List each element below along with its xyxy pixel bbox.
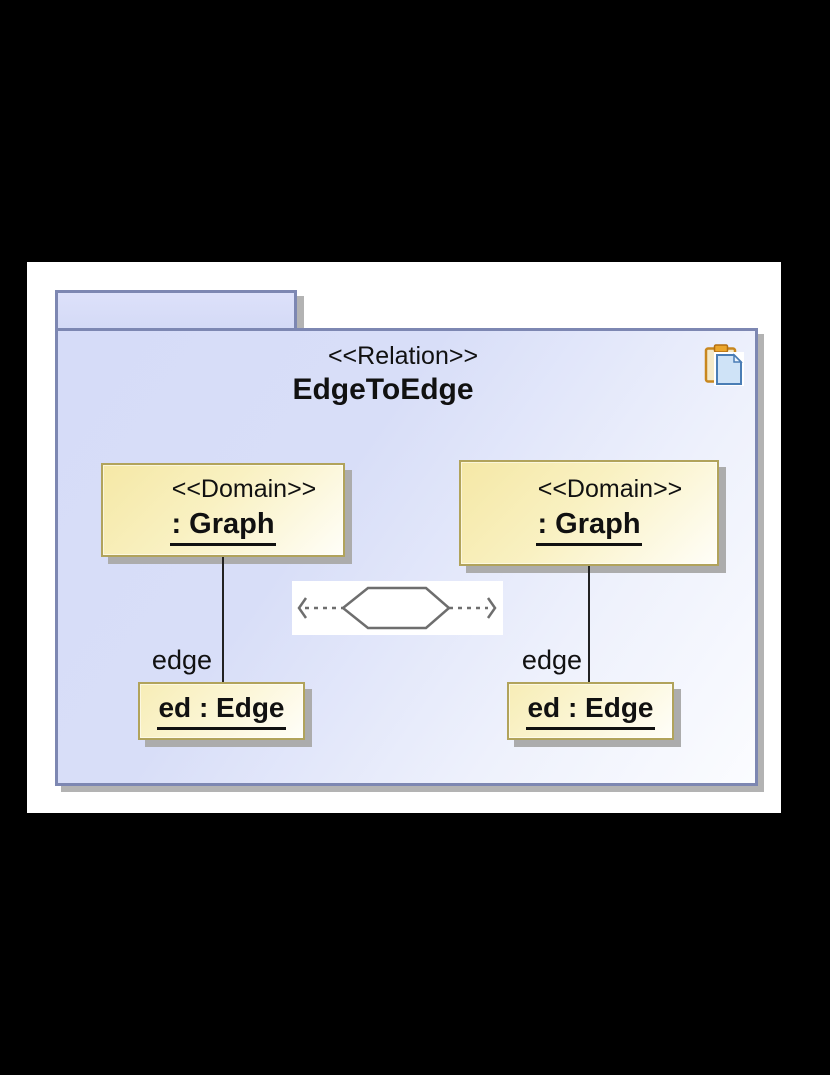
domain-node-right[interactable]: <<Domain>> : Graph — [459, 460, 719, 566]
diagram-canvas: <<Relation>> EdgeToEdge <<Domain>> : Gra… — [27, 262, 781, 813]
connector-left-role-label: edge — [151, 645, 212, 675]
domain-node-left[interactable]: <<Domain>> : Graph — [101, 463, 345, 557]
connector-left[interactable] — [222, 557, 224, 682]
qvt-relation-hexagon-svg — [297, 586, 497, 630]
package-stereotype-label: <<Relation>> — [327, 342, 479, 370]
domain-right-name-label: : Graph — [536, 508, 642, 547]
qvt-relation-hexagon-icon[interactable] — [292, 581, 503, 635]
edge-right-name-label: ed : Edge — [526, 692, 655, 730]
edge-object-node-right[interactable]: ed : Edge — [507, 682, 674, 740]
domain-left-stereotype-label: <<Domain>> — [171, 475, 317, 503]
paste-clipboard-icon[interactable] — [704, 344, 744, 387]
paste-clipboard-icon-svg — [704, 344, 744, 387]
edge-left-name-label: ed : Edge — [157, 692, 286, 730]
domain-right-stereotype-label: <<Domain>> — [537, 475, 683, 503]
connector-right[interactable] — [588, 566, 590, 682]
connector-right-role-label: edge — [521, 645, 582, 675]
edge-object-node-left[interactable]: ed : Edge — [138, 682, 305, 740]
domain-left-name-label: : Graph — [170, 508, 276, 547]
package-tab[interactable] — [55, 290, 297, 331]
package-name-label: EdgeToEdge — [292, 373, 474, 406]
